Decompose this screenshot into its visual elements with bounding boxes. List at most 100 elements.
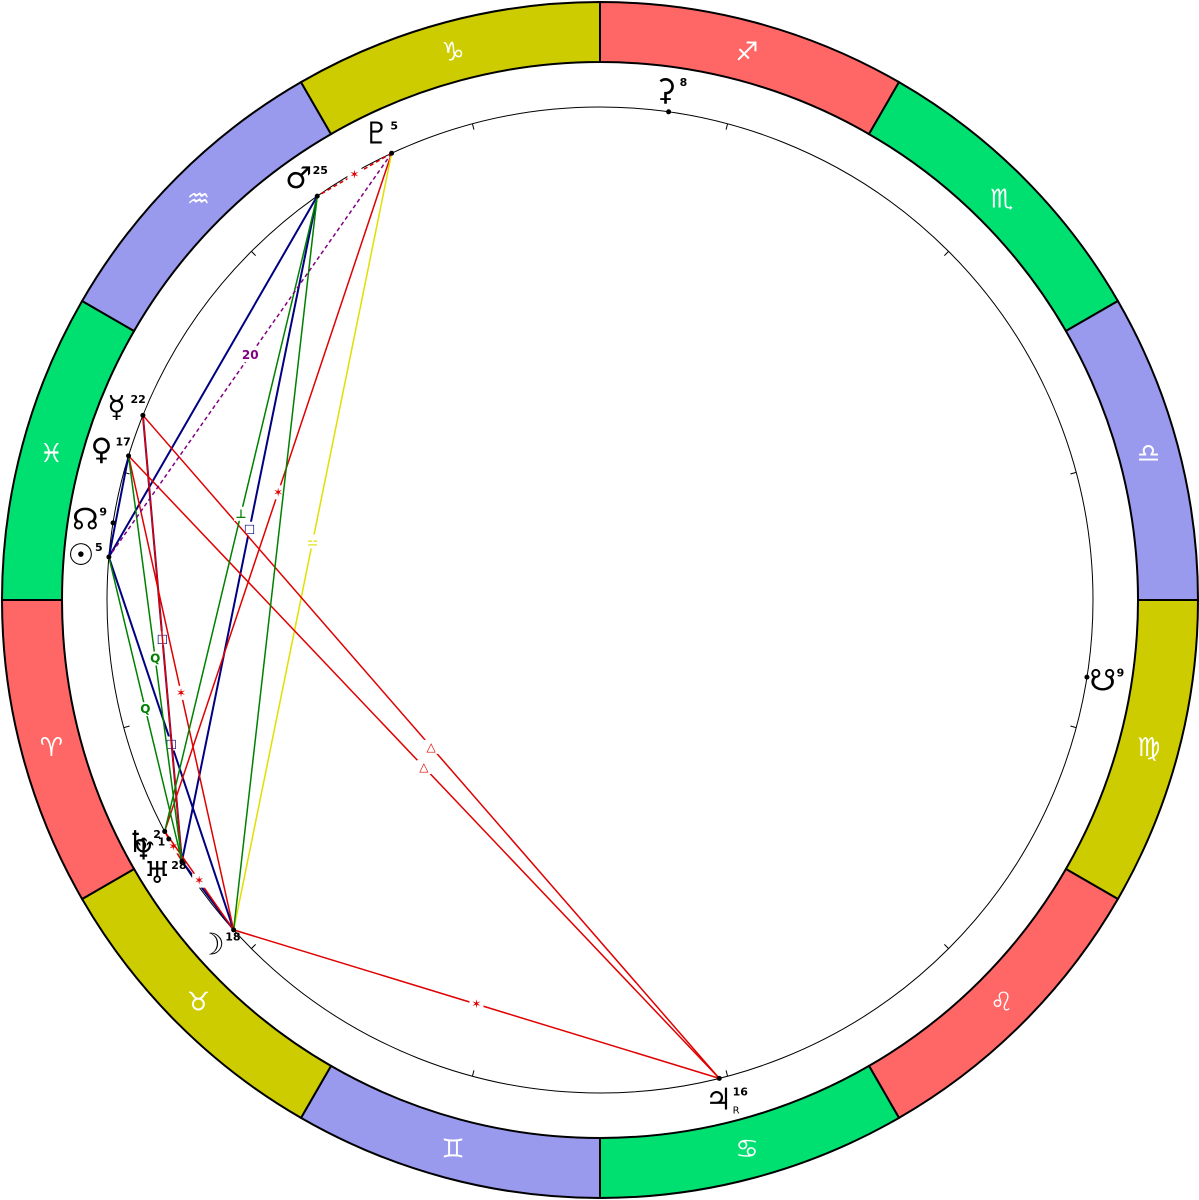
south-node-icon: ☋ bbox=[1089, 664, 1116, 699]
aspect-symbol: Q bbox=[150, 652, 160, 666]
aspect-label-bg bbox=[174, 685, 189, 700]
aspect-label-bg bbox=[305, 534, 320, 549]
sign-segment-aries bbox=[0, 599, 136, 901]
jupiter-icon: ♃ bbox=[705, 1083, 732, 1118]
neptune-marker bbox=[166, 836, 172, 842]
neptune-degree: 1 bbox=[158, 836, 166, 849]
aspect-label-bg bbox=[138, 702, 153, 717]
aspect-label-bg bbox=[242, 521, 257, 536]
uranus-marker bbox=[179, 858, 185, 864]
aspect-symbol: ✶ bbox=[176, 686, 186, 700]
aspect-symbol: 20 bbox=[242, 348, 259, 362]
chart-tick bbox=[251, 251, 256, 256]
aspect-label-bg bbox=[347, 167, 362, 182]
sign-segment-cancer bbox=[599, 1064, 901, 1200]
aspect-line-sun-venus bbox=[107, 455, 130, 558]
planets: ♇5♂25☉5☊9♀17☿22♄2♆1☽18♅28♃16R☋9⚳8 bbox=[68, 73, 1125, 1118]
venus-marker bbox=[126, 453, 132, 459]
taurus-sign-icon: ♉ bbox=[187, 988, 210, 1018]
aspect-label-bg bbox=[243, 348, 258, 363]
sun-icon: ☉ bbox=[68, 538, 95, 573]
inner-circle bbox=[106, 106, 1094, 1094]
sun-marker bbox=[106, 554, 112, 560]
chart-tick bbox=[944, 251, 949, 256]
mars-degree: 25 bbox=[313, 164, 328, 177]
aspect-symbol: ✶ bbox=[349, 168, 359, 182]
sign-segment-virgo bbox=[1064, 599, 1199, 901]
ceres-icon: ⚳ bbox=[655, 73, 677, 108]
libra-sign-icon: ♎ bbox=[1137, 439, 1160, 469]
pisces-sign-icon: ♓ bbox=[40, 439, 63, 469]
aspect-symbol: △ bbox=[419, 760, 429, 774]
pluto-degree: 5 bbox=[390, 119, 398, 132]
ceres-marker bbox=[666, 109, 672, 115]
chart-tick bbox=[471, 1070, 475, 1077]
capricorn-sign-icon: ♑ bbox=[441, 37, 464, 67]
moon-icon: ☽ bbox=[198, 928, 225, 963]
virgo-sign-icon: ♍ bbox=[1137, 733, 1160, 763]
mercury-degree: 22 bbox=[131, 393, 146, 406]
aspect-symbol: △ bbox=[426, 740, 436, 754]
chart-tick bbox=[471, 123, 475, 130]
aspect-symbol: ⚍ bbox=[307, 535, 318, 549]
aspect-line-mars-moon bbox=[232, 196, 318, 930]
south-node-degree: 9 bbox=[1117, 667, 1125, 680]
aspect-symbol: □ bbox=[244, 522, 255, 536]
sagittarius-sign-icon: ♐ bbox=[735, 37, 758, 67]
aspect-symbol: ✶ bbox=[471, 997, 481, 1011]
moon-degree: 18 bbox=[225, 931, 240, 944]
aspect-label-bg bbox=[271, 485, 286, 500]
ceres-degree: 8 bbox=[680, 76, 688, 89]
sign-segment-capricorn bbox=[299, 0, 601, 136]
chart-tick bbox=[725, 123, 729, 130]
leo-sign-icon: ♌ bbox=[990, 988, 1013, 1018]
chart-tick bbox=[1070, 725, 1077, 729]
north-node-marker bbox=[110, 520, 116, 526]
chart-tick bbox=[1070, 471, 1077, 475]
chart-tick bbox=[725, 1070, 729, 1077]
aspect-symbol: ✶ bbox=[273, 485, 283, 499]
mars-icon: ♂ bbox=[285, 161, 312, 196]
scorpio-sign-icon: ♏ bbox=[990, 184, 1013, 214]
aspect-label-bg bbox=[148, 651, 163, 666]
chart-tick bbox=[944, 944, 949, 949]
sign-segment-sagittarius bbox=[599, 0, 901, 136]
uranus-icon: ♅ bbox=[144, 856, 171, 891]
gemini-sign-icon: ♊ bbox=[441, 1135, 464, 1165]
aspect-label-bg bbox=[424, 739, 439, 754]
uranus-degree: 28 bbox=[171, 859, 186, 872]
aspect-label-bg bbox=[233, 506, 248, 521]
cancer-sign-icon: ♋ bbox=[735, 1135, 758, 1165]
saturn-degree: 2 bbox=[153, 828, 161, 841]
moon-marker bbox=[231, 927, 237, 933]
aspect-symbol: ✶ bbox=[168, 839, 178, 853]
aspect-symbol: ⊥ bbox=[235, 507, 246, 521]
aspect-label-bg bbox=[416, 760, 431, 775]
chart-tick bbox=[123, 725, 130, 729]
aquarius-sign-icon: ♒ bbox=[187, 184, 210, 214]
aspect-label-bg bbox=[469, 997, 484, 1012]
saturn-icon: ♄ bbox=[126, 825, 153, 860]
jupiter-marker bbox=[716, 1075, 722, 1081]
mercury-marker bbox=[140, 412, 146, 418]
venus-degree: 17 bbox=[116, 435, 131, 448]
mars-marker bbox=[314, 193, 320, 199]
jupiter-retrograde-label: R bbox=[733, 1106, 740, 1117]
aspect-label-bg bbox=[192, 873, 207, 888]
sign-segment-libra bbox=[1064, 299, 1199, 601]
sun-degree: 5 bbox=[95, 541, 103, 554]
mercury-icon: ☿ bbox=[107, 390, 125, 425]
aries-sign-icon: ♈ bbox=[40, 733, 63, 763]
chart-tick bbox=[251, 944, 256, 949]
south-node-marker bbox=[1084, 674, 1090, 680]
aspect-lines: □□□✶⚍△△✶✶✶✶⊥QQ✶20 bbox=[107, 152, 720, 1080]
aspect-line-mars-sun bbox=[108, 195, 319, 558]
jupiter-degree: 16 bbox=[733, 1086, 749, 1099]
sign-segment-gemini bbox=[299, 1064, 601, 1200]
north-node-degree: 9 bbox=[99, 505, 107, 518]
pluto-icon: ♇ bbox=[363, 116, 390, 151]
saturn-marker bbox=[162, 828, 168, 834]
venus-icon: ♀ bbox=[91, 432, 113, 467]
